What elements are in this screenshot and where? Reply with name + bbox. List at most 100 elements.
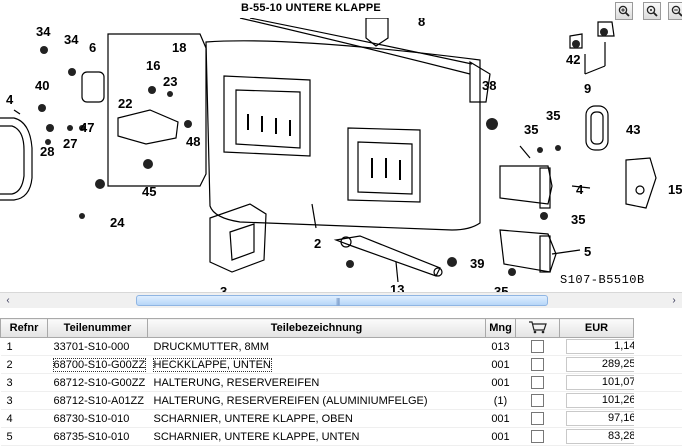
header-eur[interactable]: EUR xyxy=(560,319,634,338)
callout-24[interactable]: 24 xyxy=(110,215,125,230)
callout-18[interactable]: 18 xyxy=(172,40,186,55)
cell-part-number: 68730-S10-010 xyxy=(48,410,148,428)
callout-8[interactable]: 8 xyxy=(418,18,425,29)
bolt-drawing xyxy=(40,46,48,54)
callout-45[interactable]: 45 xyxy=(142,184,156,199)
spare-tire-bracket-drawing xyxy=(210,204,266,272)
diagram-title: B-55-10 UNTERE KLAPPE xyxy=(0,2,622,14)
callout-43[interactable]: 43 xyxy=(626,122,640,137)
cell-order-checkbox[interactable] xyxy=(516,392,560,410)
order-checkbox[interactable] xyxy=(531,412,544,425)
cell-part-number: 33701-S10-000 xyxy=(48,338,148,356)
callout-23[interactable]: 23 xyxy=(163,74,177,89)
cell-part-number: 68700-S10-G00ZZ xyxy=(48,356,148,374)
table-header-row: Refnr Teilenummer Teilebezeichnung Mng E… xyxy=(1,319,682,338)
table-row[interactable]: 5 68735-S10-010 SCHARNIER, UNTERE KLAPPE… xyxy=(1,428,682,446)
callout-38[interactable]: 38 xyxy=(482,78,496,93)
cell-order-checkbox[interactable] xyxy=(516,410,560,428)
cell-refnr: 2 xyxy=(1,356,48,374)
order-checkbox[interactable] xyxy=(531,430,544,443)
cell-description: HALTERUNG, RESERVEREIFEN xyxy=(148,374,486,392)
callout-4-left[interactable]: 4 xyxy=(6,92,14,107)
scroll-left-button[interactable]: ‹ xyxy=(0,293,16,308)
exploded-parts-diagram: 34 34 6 18 16 23 40 4 22 48 47 27 28 45 … xyxy=(0,18,682,292)
scroll-right-button[interactable]: › xyxy=(666,293,682,308)
callout-6[interactable]: 6 xyxy=(89,40,96,55)
callout-35b[interactable]: 35 xyxy=(546,108,560,123)
order-checkbox[interactable] xyxy=(531,376,544,389)
cell-order-checkbox[interactable] xyxy=(516,338,560,356)
callout-4-right[interactable]: 4 xyxy=(576,182,584,197)
cell-price: 289,25 xyxy=(560,356,634,374)
callout-35d[interactable]: 35 xyxy=(494,284,508,292)
cell-description: HECKKLAPPE, UNTEN xyxy=(148,356,486,374)
cell-description: DRUCKMUTTER, 8MM xyxy=(148,338,486,356)
parts-table: Refnr Teilenummer Teilebezeichnung Mng E… xyxy=(0,318,682,446)
cart-icon xyxy=(528,320,548,334)
header-teilebezeichnung[interactable]: Teilebezeichnung xyxy=(148,319,486,338)
cell-refnr: 3 xyxy=(1,374,48,392)
cell-quantity: (1) xyxy=(486,392,516,410)
header-refnr[interactable]: Refnr xyxy=(1,319,48,338)
table-row[interactable]: 4 68730-S10-010 SCHARNIER, UNTERE KLAPPE… xyxy=(1,410,682,428)
table-row[interactable]: 2 68700-S10-G00ZZ HECKKLAPPE, UNTEN 001 … xyxy=(1,356,682,374)
parts-table-body: 1 33701-S10-000 DRUCKMUTTER, 8MM 013 1,1… xyxy=(1,338,682,446)
header-menge[interactable]: Mng xyxy=(486,319,516,338)
table-row[interactable]: 1 33701-S10-000 DRUCKMUTTER, 8MM 013 1,1… xyxy=(1,338,682,356)
callout-34b[interactable]: 34 xyxy=(64,32,79,47)
order-checkbox[interactable] xyxy=(531,358,544,371)
cell-part-number: 68712-S10-A01ZZ xyxy=(48,392,148,410)
callout-9[interactable]: 9 xyxy=(584,81,591,96)
header-cart[interactable] xyxy=(516,319,560,338)
cell-description: SCHARNIER, UNTERE KLAPPE, UNTEN xyxy=(148,428,486,446)
cell-quantity: 001 xyxy=(486,410,516,428)
callout-42[interactable]: 42 xyxy=(566,52,580,67)
callout-13[interactable]: 13 xyxy=(390,282,404,292)
callout-39[interactable]: 39 xyxy=(470,256,484,271)
cell-refnr: 5 xyxy=(1,428,48,446)
callout-3[interactable]: 3 xyxy=(220,284,227,292)
tail-lamp-drawing xyxy=(0,118,32,200)
order-checkbox[interactable] xyxy=(531,394,544,407)
callout-28[interactable]: 28 xyxy=(40,144,54,159)
scroll-thumb[interactable]: ||| xyxy=(136,295,548,306)
cell-price: 83,28 xyxy=(560,428,634,446)
cell-order-checkbox[interactable] xyxy=(516,356,560,374)
callout-48[interactable]: 48 xyxy=(186,134,200,149)
callout-47[interactable]: 47 xyxy=(80,120,94,135)
callout-5[interactable]: 5 xyxy=(584,244,591,259)
callout-16[interactable]: 16 xyxy=(146,58,160,73)
zoom-out-icon xyxy=(671,5,682,17)
callout-2[interactable]: 2 xyxy=(314,236,321,251)
cell-quantity: 013 xyxy=(486,338,516,356)
callout-40[interactable]: 40 xyxy=(35,78,49,93)
cell-part-number: 68712-S10-G00ZZ xyxy=(48,374,148,392)
callout-15[interactable]: 15 xyxy=(668,182,682,197)
diagram-code: S107-B5510B xyxy=(560,273,645,287)
horizontal-scrollbar[interactable]: ‹ ||| › xyxy=(0,292,682,308)
cell-order-checkbox[interactable] xyxy=(516,428,560,446)
header-spacer xyxy=(634,319,682,338)
header-teilenummer[interactable]: Teilenummer xyxy=(48,319,148,338)
table-row[interactable]: 3 68712-S10-A01ZZ HALTERUNG, RESERVEREIF… xyxy=(1,392,682,410)
callout-22[interactable]: 22 xyxy=(118,96,132,111)
callout-35c[interactable]: 35 xyxy=(571,212,585,227)
cell-quantity: 001 xyxy=(486,428,516,446)
cell-refnr: 4 xyxy=(1,410,48,428)
cell-price: 101,26 xyxy=(560,392,634,410)
order-checkbox[interactable] xyxy=(531,340,544,353)
diagram-panel: B-55-10 UNTERE KLAPPE xyxy=(0,0,682,292)
cell-quantity: 001 xyxy=(486,356,516,374)
callout-34a[interactable]: 34 xyxy=(36,24,51,39)
cell-order-checkbox[interactable] xyxy=(516,374,560,392)
cell-price: 101,07 xyxy=(560,374,634,392)
cell-refnr: 3 xyxy=(1,392,48,410)
cell-price: 1,14 xyxy=(560,338,634,356)
callout-35a[interactable]: 35 xyxy=(524,122,538,137)
cell-refnr: 1 xyxy=(1,338,48,356)
support-strut-drawing xyxy=(336,236,440,276)
callout-27[interactable]: 27 xyxy=(63,136,77,151)
tailgate-panel-drawing xyxy=(206,41,480,230)
cell-price: 97,16 xyxy=(560,410,634,428)
table-row[interactable]: 3 68712-S10-G00ZZ HALTERUNG, RESERVEREIF… xyxy=(1,374,682,392)
